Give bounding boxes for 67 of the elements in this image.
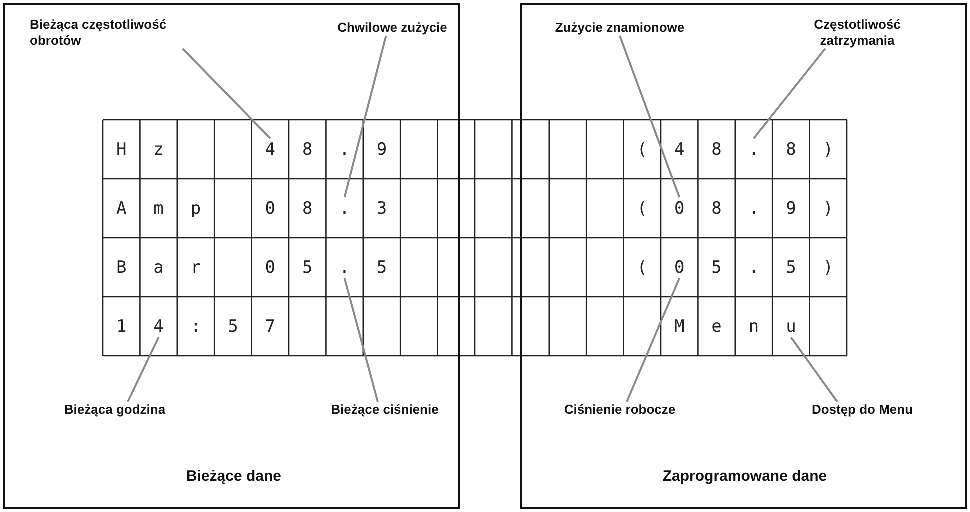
leader-line <box>753 48 826 140</box>
lcd-character: z <box>152 138 165 160</box>
callout-label: Bieżąca częstotliwość obrotów <box>30 17 200 49</box>
lcd-character: M <box>673 316 686 338</box>
lcd-character: 5 <box>376 256 388 278</box>
lcd-character: u <box>783 316 800 338</box>
leader-line <box>626 278 681 402</box>
lcd-character: 0 <box>264 256 277 278</box>
leader-line <box>790 336 838 403</box>
lcd-character: m <box>152 198 165 220</box>
lcd-character: ) <box>822 256 835 278</box>
lcd-character: 1 <box>115 316 128 338</box>
callout-label: Dostęp do Menu <box>800 402 925 418</box>
lcd-character: 0 <box>672 198 688 220</box>
callout-label: Chwilowe zużycie <box>330 20 455 36</box>
callout-label: Częstotliwość zatrzymania <box>800 17 915 49</box>
lcd-character: 0 <box>672 256 688 278</box>
lcd-character: 0 <box>264 198 277 220</box>
lcd-character: H <box>115 138 128 160</box>
lcd-character: ( <box>636 198 649 220</box>
callout-label: Bieżące ciśnienie <box>315 402 455 418</box>
leader-line <box>344 36 388 198</box>
lcd-character: a <box>152 256 165 278</box>
lcd-character: : <box>190 316 202 338</box>
lcd-character: A <box>115 198 128 220</box>
lcd-character: B <box>115 256 128 278</box>
leader-line <box>127 337 160 402</box>
lcd-character: e <box>710 316 723 338</box>
callout-label: Zużycie znamionowe <box>545 20 695 36</box>
lcd-character: p <box>190 198 202 220</box>
leader-line <box>182 48 272 140</box>
lcd-character: . <box>338 138 351 160</box>
leader-line <box>619 36 681 198</box>
lcd-character: . <box>748 198 760 220</box>
leader-line <box>344 278 379 402</box>
lcd-character: r <box>190 256 202 278</box>
display-panel <box>520 3 967 509</box>
lcd-character: . <box>748 256 760 278</box>
lcd-character: 8 <box>301 138 314 160</box>
lcd-character: ( <box>636 256 649 278</box>
lcd-character: 8 <box>301 198 314 220</box>
lcd-character: 5 <box>710 256 723 278</box>
lcd-character: n <box>748 316 760 338</box>
lcd-character: 5 <box>227 316 240 338</box>
lcd-character: 3 <box>376 198 388 220</box>
lcd-character: ) <box>822 198 835 220</box>
lcd-character: ( <box>636 138 649 160</box>
lcd-character: 4 <box>673 138 686 160</box>
panel-heading: Zaprogramowane dane <box>662 468 828 485</box>
lcd-character: 7 <box>264 316 277 338</box>
lcd-character: 8 <box>710 138 723 160</box>
lcd-character: 8 <box>785 138 798 160</box>
lcd-character: 9 <box>376 138 388 160</box>
display-panel <box>3 3 460 509</box>
lcd-character: . <box>746 138 762 160</box>
panel-heading: Bieżące dane <box>185 468 283 485</box>
lcd-character: 5 <box>785 256 798 278</box>
lcd-character: . <box>336 198 353 220</box>
callout-label: Bieżąca godzina <box>50 402 180 418</box>
lcd-character: 9 <box>785 198 798 220</box>
lcd-character: 8 <box>710 198 723 220</box>
lcd-character: 5 <box>301 256 314 278</box>
lcd-character: 4 <box>150 316 167 338</box>
lcd-character: ) <box>822 138 835 160</box>
lcd-character: . <box>336 256 353 278</box>
callout-label: Ciśnienie robocze <box>550 402 690 418</box>
lcd-character: 4 <box>262 138 278 160</box>
